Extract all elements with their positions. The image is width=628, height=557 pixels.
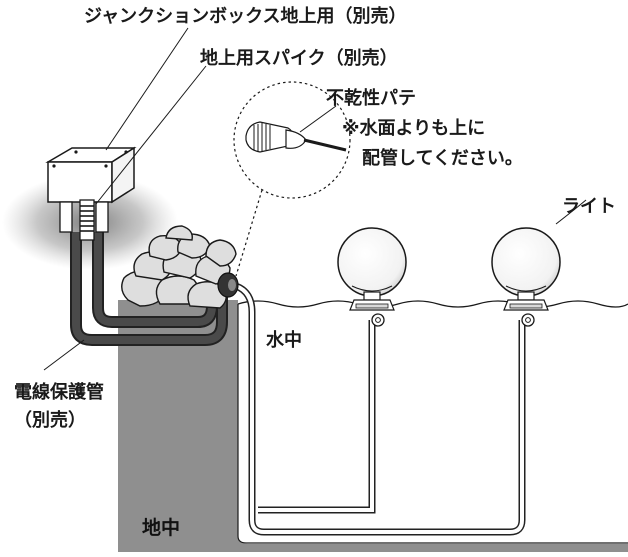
leader-spike bbox=[95, 65, 207, 205]
label-conduit-line1: 電線保護管 bbox=[14, 381, 104, 403]
ground-spike bbox=[79, 199, 95, 241]
label-light: ライト bbox=[562, 196, 616, 217]
label-note-line2: 配管してください。 bbox=[362, 147, 523, 169]
leader-putty bbox=[299, 105, 337, 133]
conduit-pipe-1-fill bbox=[72, 232, 226, 344]
light-cable-branch-inner bbox=[258, 320, 374, 512]
water-surface bbox=[237, 300, 628, 308]
light-1 bbox=[337, 227, 407, 327]
label-putty: 不乾性パテ bbox=[326, 87, 416, 109]
light-cable-inner bbox=[235, 284, 524, 534]
rock-pile bbox=[121, 225, 237, 309]
leader-junction-box bbox=[105, 27, 189, 151]
conduit-pipe-2-fill bbox=[94, 232, 216, 326]
label-underground: 地中 bbox=[142, 516, 180, 539]
label-conduit-line2: （別売） bbox=[14, 409, 86, 431]
callout-leader-1 bbox=[235, 189, 263, 277]
label-underwater: 水中 bbox=[266, 329, 302, 351]
label-junction-box: ジャンクションボックス地上用（別売） bbox=[84, 5, 407, 27]
junction-box bbox=[45, 146, 137, 233]
light-2 bbox=[491, 227, 561, 327]
putty-detail bbox=[245, 121, 347, 153]
label-note-line1: ※水面よりも上に bbox=[342, 117, 485, 139]
leader-conduit bbox=[43, 339, 85, 371]
label-spike: 地上用スパイク（別売） bbox=[200, 47, 398, 69]
leader-light bbox=[555, 199, 587, 225]
pond-edge bbox=[237, 304, 628, 544]
